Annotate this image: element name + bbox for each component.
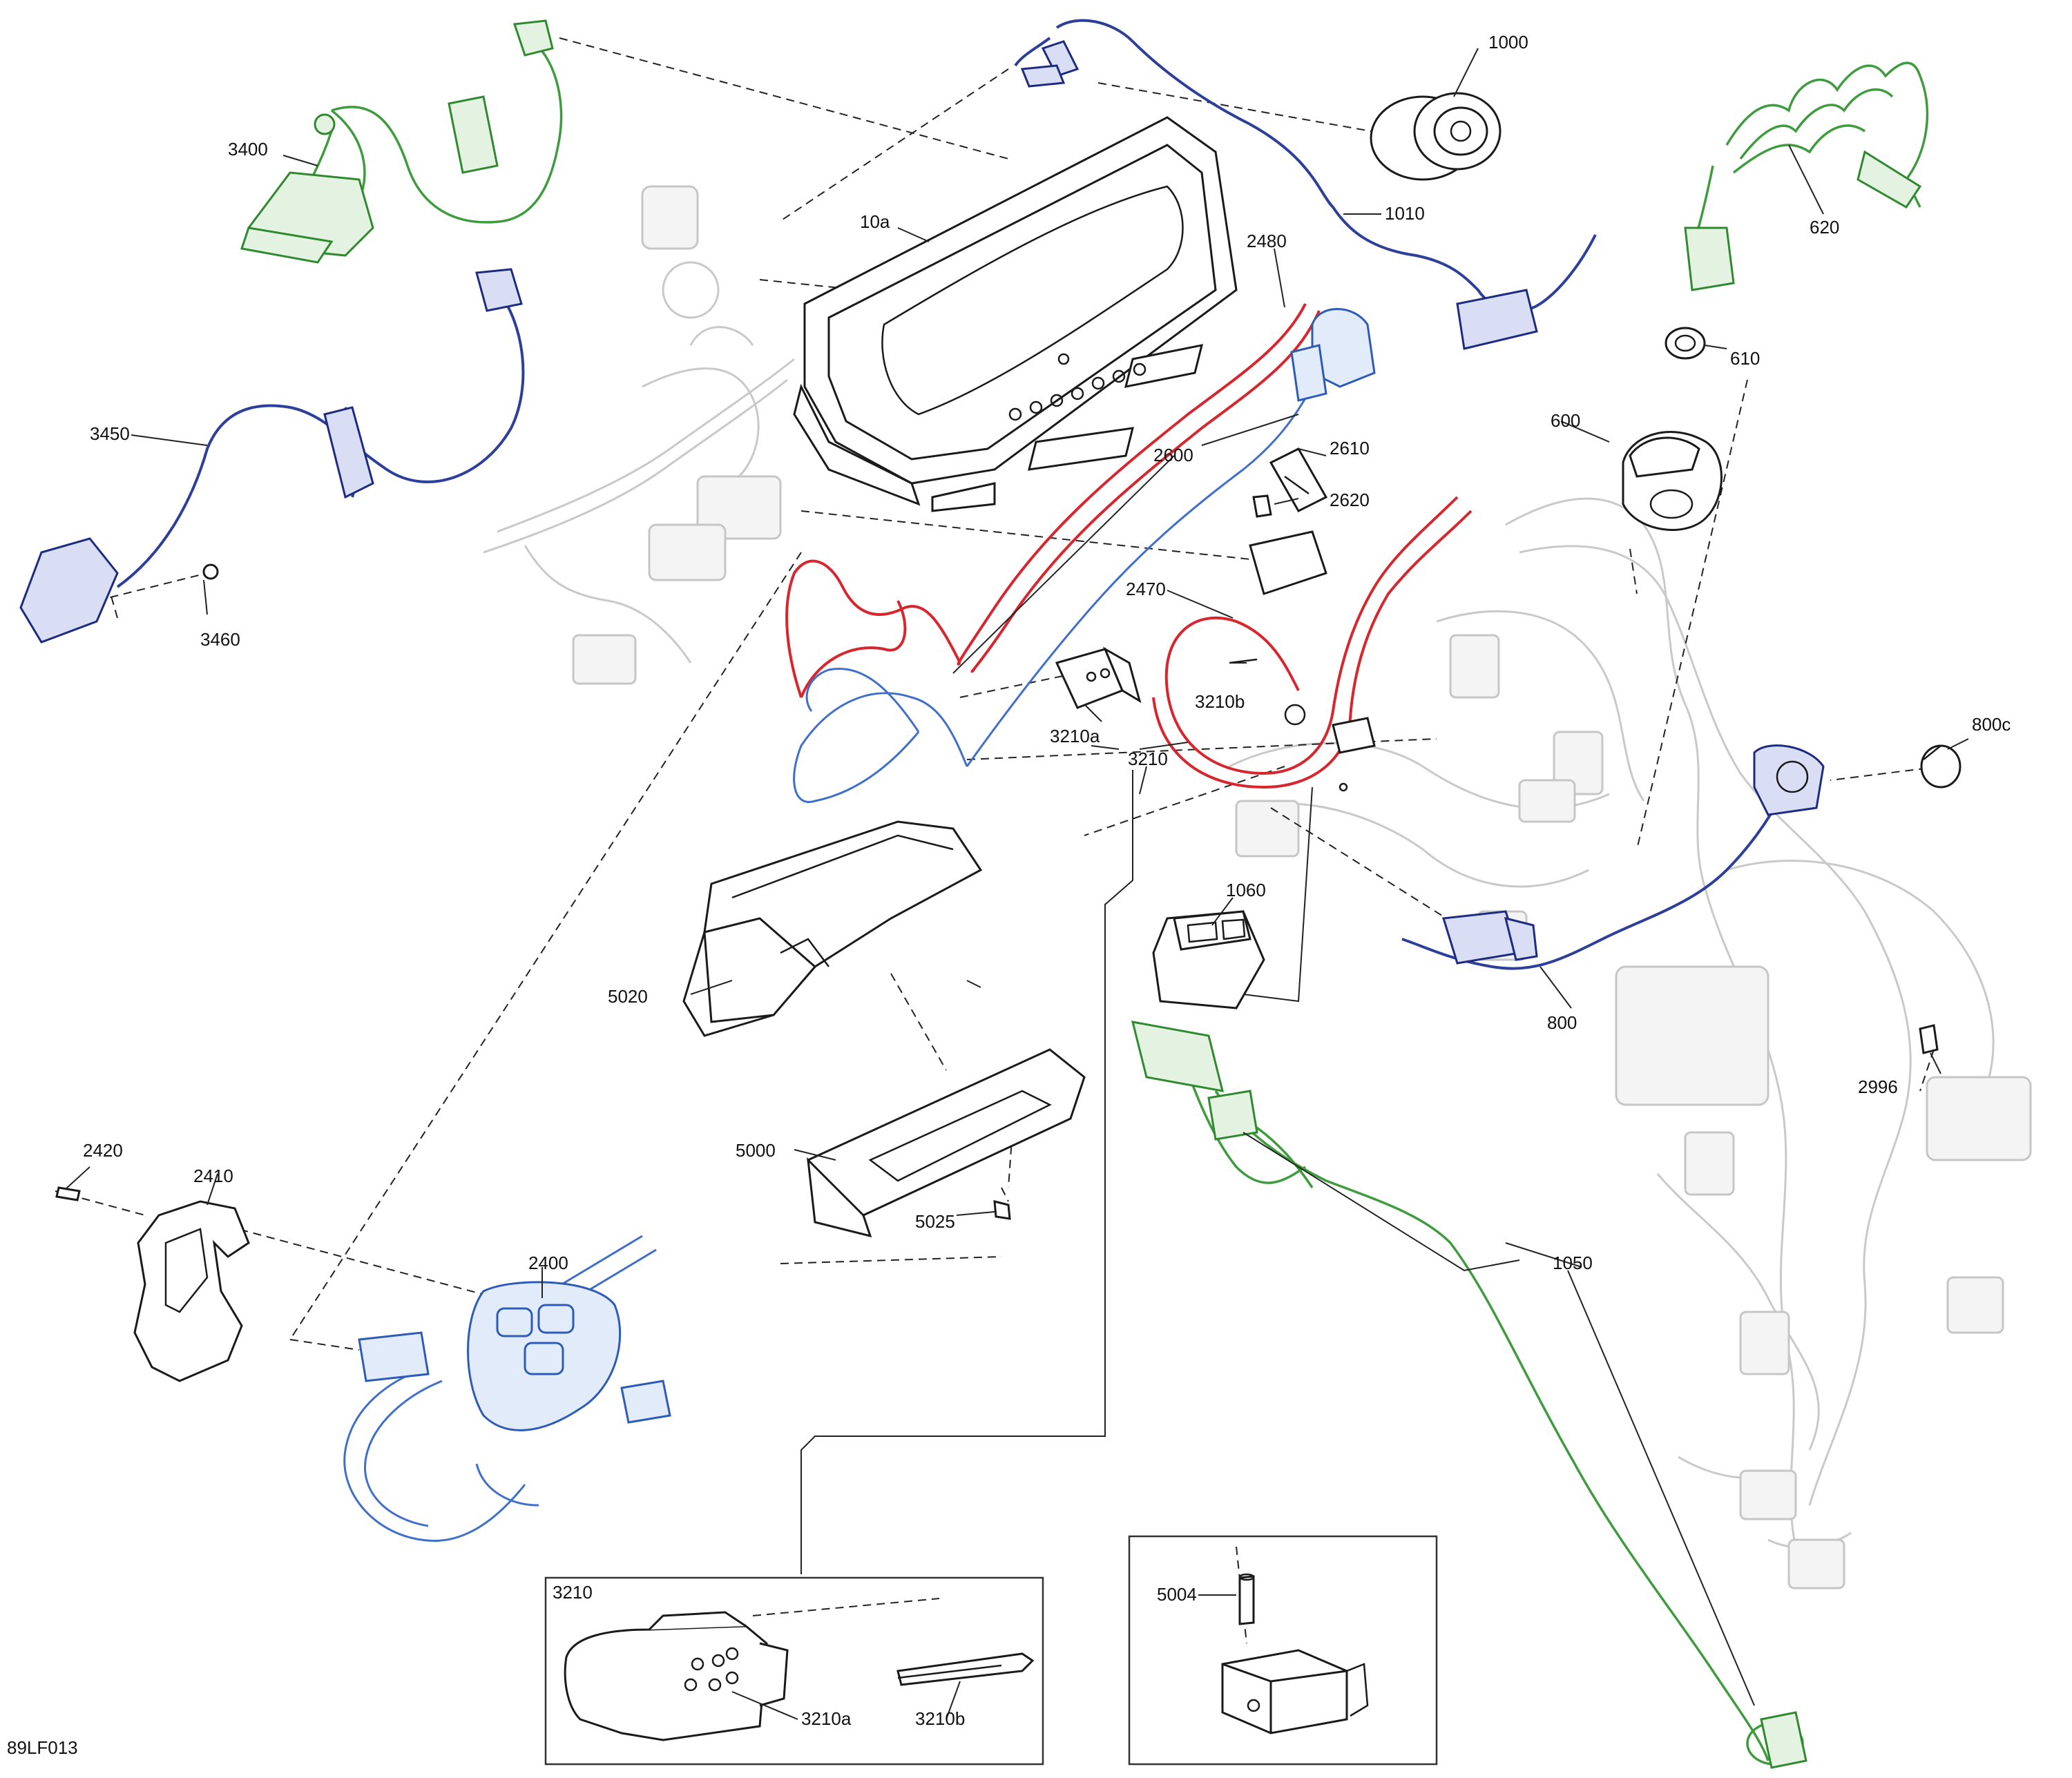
cluster-indicator-icons xyxy=(1008,353,1147,421)
part-2400-switch-block xyxy=(343,1235,671,1542)
part-2996-screw xyxy=(1919,1024,1939,1054)
label-5000: 5000 xyxy=(736,1140,776,1161)
part-620-lanyard xyxy=(1684,61,1929,291)
label-800c: 800c xyxy=(1972,714,2011,735)
label-2410: 2410 xyxy=(193,1166,233,1186)
label-1060: 1060 xyxy=(1226,880,1266,900)
label-2420: 2420 xyxy=(83,1140,123,1161)
part-2600-harness xyxy=(793,308,1376,803)
part-800-harness xyxy=(1401,744,1825,970)
main-harness-ghost xyxy=(1229,497,2032,1589)
label-5020: 5020 xyxy=(608,986,648,1007)
part-800c-cap xyxy=(1920,744,1961,789)
label-2996: 2996 xyxy=(1858,1076,1898,1097)
label-800: 800 xyxy=(1547,1012,1577,1033)
part-5000-panel xyxy=(807,1048,1086,1238)
label-3450: 3450 xyxy=(90,423,130,444)
label-2600: 2600 xyxy=(1153,445,1193,465)
part-1050-harness xyxy=(1131,1021,1807,1769)
part-2480-harness xyxy=(785,303,1321,698)
label-3400: 3400 xyxy=(228,139,268,160)
label-1010: 1010 xyxy=(1385,203,1425,224)
part-1010-harness xyxy=(1014,19,1597,350)
label-1050: 1050 xyxy=(1553,1253,1593,1273)
part-3210a-connector xyxy=(1055,646,1142,709)
label-600: 600 xyxy=(1551,410,1580,431)
part-10a-instrument-cluster xyxy=(793,116,1238,512)
part-2610-bracket xyxy=(1269,447,1328,512)
part-5020-cover xyxy=(682,820,983,1037)
part-2620-screw xyxy=(1252,494,1272,518)
part-3450-harness xyxy=(19,268,525,644)
label-3210a: 3210a xyxy=(1050,726,1100,746)
inset-5004-switch xyxy=(1128,1535,1438,1766)
label-5025: 5025 xyxy=(915,1211,955,1232)
leader-lines xyxy=(65,48,1969,1706)
label-2470: 2470 xyxy=(1126,579,1166,599)
label-3460: 3460 xyxy=(200,629,240,650)
part-5025-screw xyxy=(993,1200,1011,1220)
part-2410-housing xyxy=(133,1200,250,1382)
label-620: 620 xyxy=(1810,217,1839,238)
label-2480: 2480 xyxy=(1247,231,1287,251)
part-600-dess-post xyxy=(1622,431,1723,531)
label-10a: 10a xyxy=(860,211,890,232)
label-3210b: 3210b xyxy=(1195,691,1245,712)
part-2420-screw xyxy=(55,1186,81,1201)
label-3210: 3210 xyxy=(1128,748,1168,769)
label-5004: 5004 xyxy=(1157,1584,1197,1605)
inset-label-3210b: 3210b xyxy=(915,1708,965,1729)
diagram-code: 89LF013 xyxy=(7,1737,78,1758)
inset-3210-connector xyxy=(544,1576,1044,1766)
inset-label-3210a: 3210a xyxy=(801,1708,852,1729)
part-1000-power-socket xyxy=(1370,92,1502,181)
label-2610: 2610 xyxy=(1330,438,1370,458)
dash-harness-ghost xyxy=(483,185,795,685)
label-1000: 1000 xyxy=(1488,32,1528,52)
label-610: 610 xyxy=(1730,348,1760,369)
part-3210-ring xyxy=(1284,704,1348,792)
part-1060-switch xyxy=(1152,910,1265,1009)
label-2620: 2620 xyxy=(1330,490,1370,510)
label-2400: 2400 xyxy=(528,1253,568,1273)
part-labels: 1000 1010 10a 2480 620 610 600 3400 3450… xyxy=(7,32,2011,1758)
part-2470-harness xyxy=(1152,496,1473,789)
part-3400-harness xyxy=(240,19,563,264)
inset-title-3210: 3210 xyxy=(553,1582,593,1603)
part-610-cap xyxy=(1665,327,1706,360)
